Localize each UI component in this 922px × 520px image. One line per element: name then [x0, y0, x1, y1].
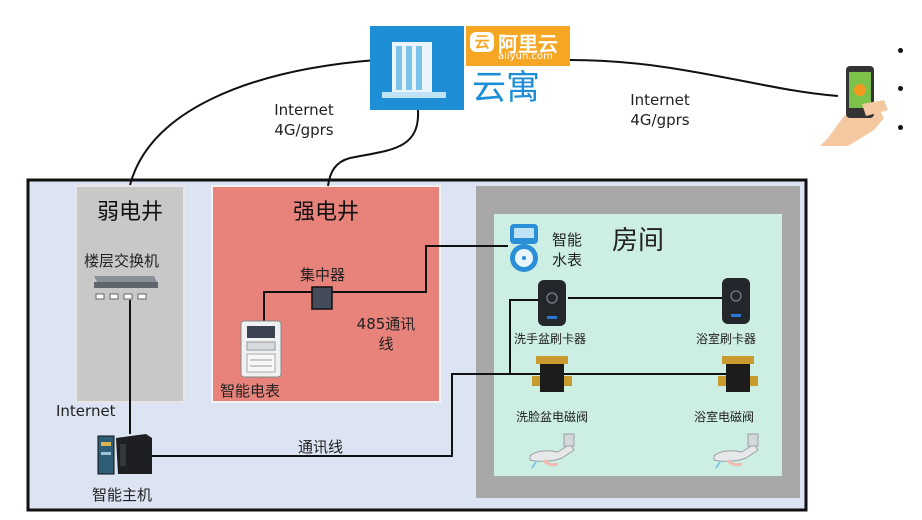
electric-meter-icon	[240, 320, 282, 378]
cloud-to-weak-shaft-link	[129, 59, 377, 186]
smart-host-label: 智能主机	[92, 486, 153, 504]
concentrator-device	[311, 286, 333, 310]
server-icon	[370, 26, 464, 110]
bullet-dot-1	[898, 48, 903, 53]
right-link-label: Internet 4G/gprs	[630, 91, 690, 129]
water-meter-label: 智能 水表	[552, 231, 583, 269]
basin-card-reader-icon	[536, 278, 568, 328]
bath-valve-icon	[718, 352, 758, 398]
cloud-to-strong-shaft-link	[327, 109, 420, 187]
water-meter-icon	[504, 222, 544, 274]
room-bus-line	[509, 299, 548, 374]
smartphone-icon	[814, 60, 894, 150]
uplink-label: Internet	[56, 402, 116, 420]
basin-card-reader-label: 洗手盆刷卡器	[514, 332, 587, 346]
strong-shaft-title: 强电井	[292, 200, 359, 225]
aliyun-cloud-icon: 云	[470, 32, 494, 52]
concentrator-label: 集中器	[300, 266, 346, 284]
electric-meter-label: 智能电表	[220, 382, 281, 400]
host-comm-cable	[152, 373, 510, 457]
smart-host-icon	[96, 432, 154, 476]
basin-faucet-icon	[524, 430, 580, 470]
concentrator-to-meter-cable	[263, 291, 322, 322]
comm-cable-label: 通讯线	[298, 438, 344, 456]
cloud-to-phone-link	[569, 59, 839, 97]
bullet-dot-2	[898, 86, 903, 91]
room-inner-box	[494, 214, 782, 476]
bath-valve-label: 浴室电磁阀	[694, 410, 755, 424]
aliyun-logo: 云 阿里云 aliyun.com	[466, 26, 570, 66]
bullet-dot-3	[898, 125, 903, 130]
aliyun-domain-text: aliyun.com	[498, 51, 553, 62]
product-name: 云寓	[472, 68, 540, 108]
bath-card-reader-label: 浴室刷卡器	[696, 332, 757, 346]
floor-switch-label: 楼层交换机	[84, 252, 160, 270]
weak-shaft-title: 弱电井	[96, 200, 163, 225]
basin-valve-icon	[532, 352, 572, 398]
bath-card-reader-icon	[720, 276, 752, 326]
rs485-label: 485通讯 线	[356, 315, 416, 353]
bath-faucet-icon	[708, 430, 764, 470]
basin-valve-label: 洗脸盆电磁阀	[516, 410, 589, 424]
network-switch-icon	[90, 272, 160, 302]
rs485-cable	[322, 245, 508, 293]
aliyun-brand-text: 阿里云	[498, 32, 558, 56]
left-link-label: Internet 4G/gprs	[274, 101, 334, 139]
room-title: 房间	[612, 226, 665, 256]
